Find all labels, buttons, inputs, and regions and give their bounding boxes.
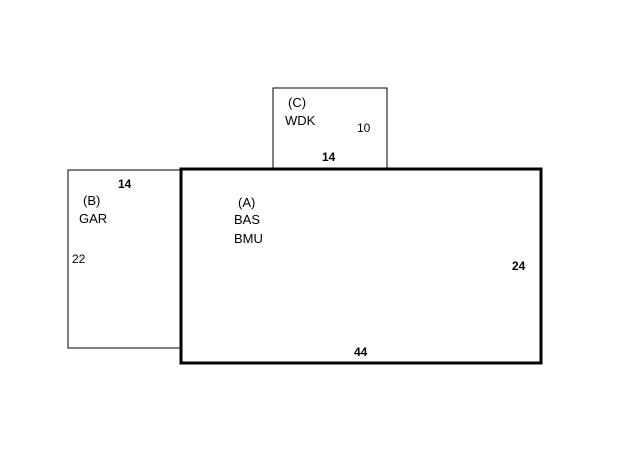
- section-c-width-dimension: 14: [322, 150, 336, 164]
- section-a-depth-dimension: 24: [512, 259, 526, 273]
- section-c-code-label: WDK: [285, 113, 316, 128]
- section-a-code2-label: BMU: [234, 231, 263, 246]
- section-b-depth-dimension: 22: [72, 252, 86, 266]
- section-b-id-label: (B): [83, 193, 100, 208]
- section-a-id-label: (A): [238, 195, 255, 210]
- section-b-code-label: GAR: [79, 211, 107, 226]
- section-b-width-dimension: 14: [118, 177, 132, 191]
- section-c-depth-dimension: 10: [357, 121, 371, 135]
- section-a-width-dimension: 44: [354, 345, 368, 359]
- section-c-id-label: (C): [288, 95, 306, 110]
- section-a-code1-label: BAS: [234, 212, 260, 227]
- section-a-outline: [179, 167, 543, 365]
